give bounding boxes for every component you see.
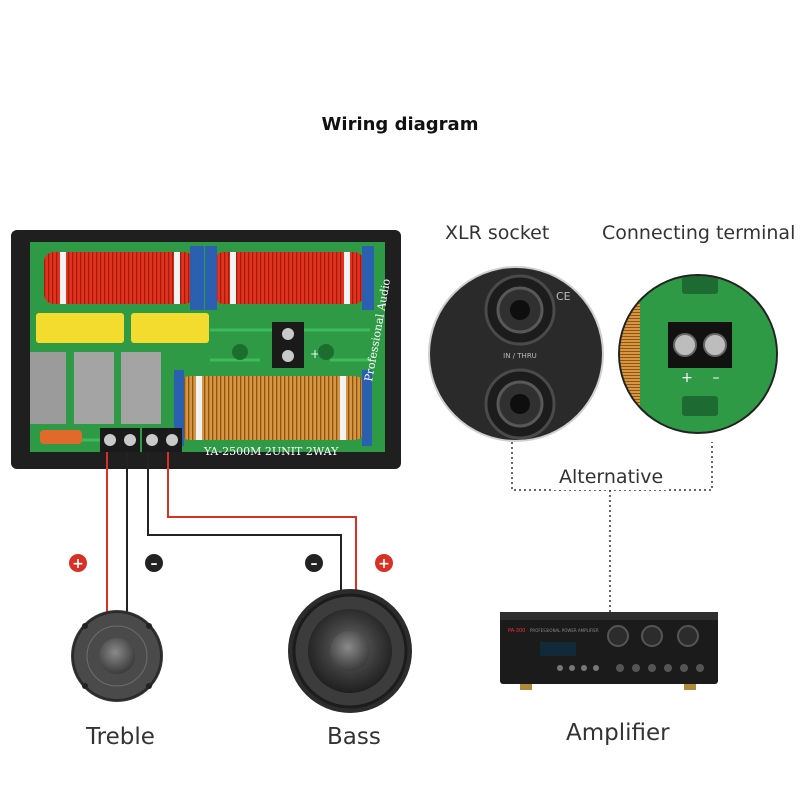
grey-resistor-1 [30, 352, 66, 424]
treble-speaker [71, 610, 163, 702]
bass-plus-marker [375, 554, 393, 572]
svg-text:CE: CE [556, 290, 571, 303]
connecting-terminal-zoom: + – [618, 274, 778, 434]
red-inductor-2 [205, 246, 374, 310]
yellow-capacitor-2 [131, 313, 209, 343]
wires [106, 452, 357, 612]
diagram-title: Wiring diagram [321, 114, 479, 135]
svg-text:+: + [681, 370, 693, 386]
copper-inductor [174, 370, 372, 446]
treble-plus-marker [69, 554, 87, 572]
svg-text:–: – [311, 556, 318, 572]
treble-minus-marker [145, 554, 163, 572]
red-inductor-1 [44, 246, 204, 310]
amplifier-label: Amplifier [566, 720, 670, 746]
svg-text:+: + [378, 556, 390, 572]
bass-speaker [288, 589, 412, 713]
svg-text:PA-300: PA-300 [508, 628, 525, 634]
xlr-socket-zoom: IN / THRU CE [428, 266, 604, 442]
alternative-label: Alternative [559, 466, 664, 488]
yellow-capacitor-1 [36, 313, 124, 343]
svg-text:–: – [151, 556, 158, 572]
amplifier-unit: PA-300 PROFESSIONAL POWER AMPLIFIER [500, 612, 718, 690]
connecting-terminal-label: Connecting terminal [602, 222, 796, 244]
svg-text:–: – [713, 370, 720, 386]
treble-label: Treble [86, 724, 155, 750]
crossover-pcb: + YA-2500M 2UNIT 2WAY Professional Audio [11, 230, 401, 469]
pcb-input-terminal: + [272, 322, 320, 368]
bass-label: Bass [327, 724, 381, 750]
svg-text:+: + [310, 347, 320, 361]
grey-resistor-3 [121, 352, 161, 424]
svg-text:PROFESSIONAL POWER AMPLIFIER: PROFESSIONAL POWER AMPLIFIER [530, 628, 599, 633]
polarity-markers: + – – + [69, 554, 393, 572]
svg-text:IN / THRU: IN / THRU [503, 352, 537, 360]
pcb-output-terminals [100, 428, 182, 452]
grey-resistor-2 [74, 352, 114, 424]
alternative-connector [511, 442, 713, 491]
xlr-socket-label: XLR socket [445, 222, 550, 244]
bass-minus-marker [305, 554, 323, 572]
svg-text:YA-2500M 2UNIT 2WAY: YA-2500M 2UNIT 2WAY [203, 445, 339, 458]
wire-bass-negative [147, 452, 342, 590]
svg-text:+: + [72, 556, 84, 572]
wire-bass-positive [167, 452, 357, 590]
